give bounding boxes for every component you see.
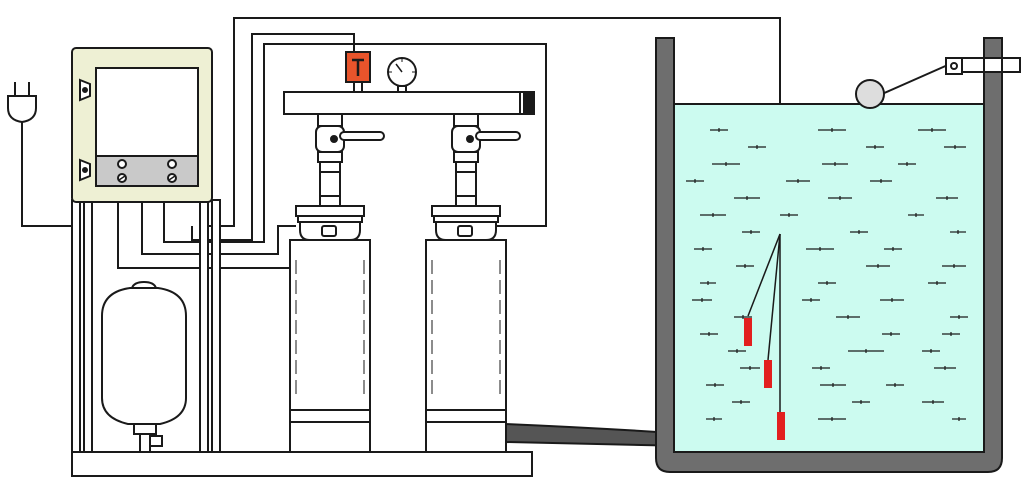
left-pump-cable [141,202,296,255]
power-cord [21,120,72,227]
float-level-switch [855,56,1021,109]
tank-wall [655,37,1003,473]
expansion-vessel [101,280,187,453]
vessel-outlet-flange [133,423,157,435]
pump-motor-body [289,239,371,411]
frame-post-left-outer [71,199,81,453]
pressure-switch-icon [345,51,371,93]
frame-post-left-inner [83,199,93,453]
valve-handle [475,131,521,141]
valve-handle [339,131,385,141]
float-switch-mid [764,360,772,388]
vessel-tee [149,435,163,447]
pump-motor-body [425,239,507,411]
float-ball-icon [855,79,885,109]
valve-nut-bottom [317,151,343,163]
water-ripples [686,128,968,421]
manifold-pipe [283,91,535,115]
pump-right [425,113,521,453]
indicator-lamp-right [167,159,177,169]
indicator-lamp-left [117,159,127,169]
discharge-flange [431,205,501,217]
float-switch-low [744,318,752,346]
pump-base-ring [425,409,507,423]
power-plug-icon [7,82,37,124]
control-strip [95,155,199,187]
control-panel [71,47,213,203]
pump-base-ring [289,409,371,423]
riser-pipe [319,161,341,207]
frame-post-right-inner [199,199,209,453]
tank-water [675,104,983,451]
lower-pump-cable [117,202,292,269]
level-probe-icon [744,318,785,440]
discharge-manifold [283,91,535,115]
vessel-body [101,287,187,425]
pump-base [289,421,371,453]
vessel-outlet-pipe [139,433,151,453]
float-bracket [961,57,1021,73]
pump-base [425,421,507,453]
probe-cable [208,17,781,234]
discharge-flange [295,205,365,217]
float-switch-bottom [777,412,785,440]
riser-pipe [455,161,477,207]
valve-nut-bottom [453,151,479,163]
pressure-gauge-icon [387,57,417,93]
right-pump-cable [163,43,547,243]
base-plate [71,451,533,477]
vessel-valve-cap [130,280,158,289]
level-electrodes [747,233,781,412]
valve-nut-top [317,113,343,127]
float-arm [881,63,951,95]
control-wiring [21,17,951,269]
water-tank [655,37,1003,473]
frame-post-right-outer [211,199,221,453]
pump-left [289,113,385,453]
manifold-end-cap [523,93,535,113]
pressure-switch-cable [191,33,355,241]
valve-nut-top [453,113,479,127]
control-display [95,67,199,157]
